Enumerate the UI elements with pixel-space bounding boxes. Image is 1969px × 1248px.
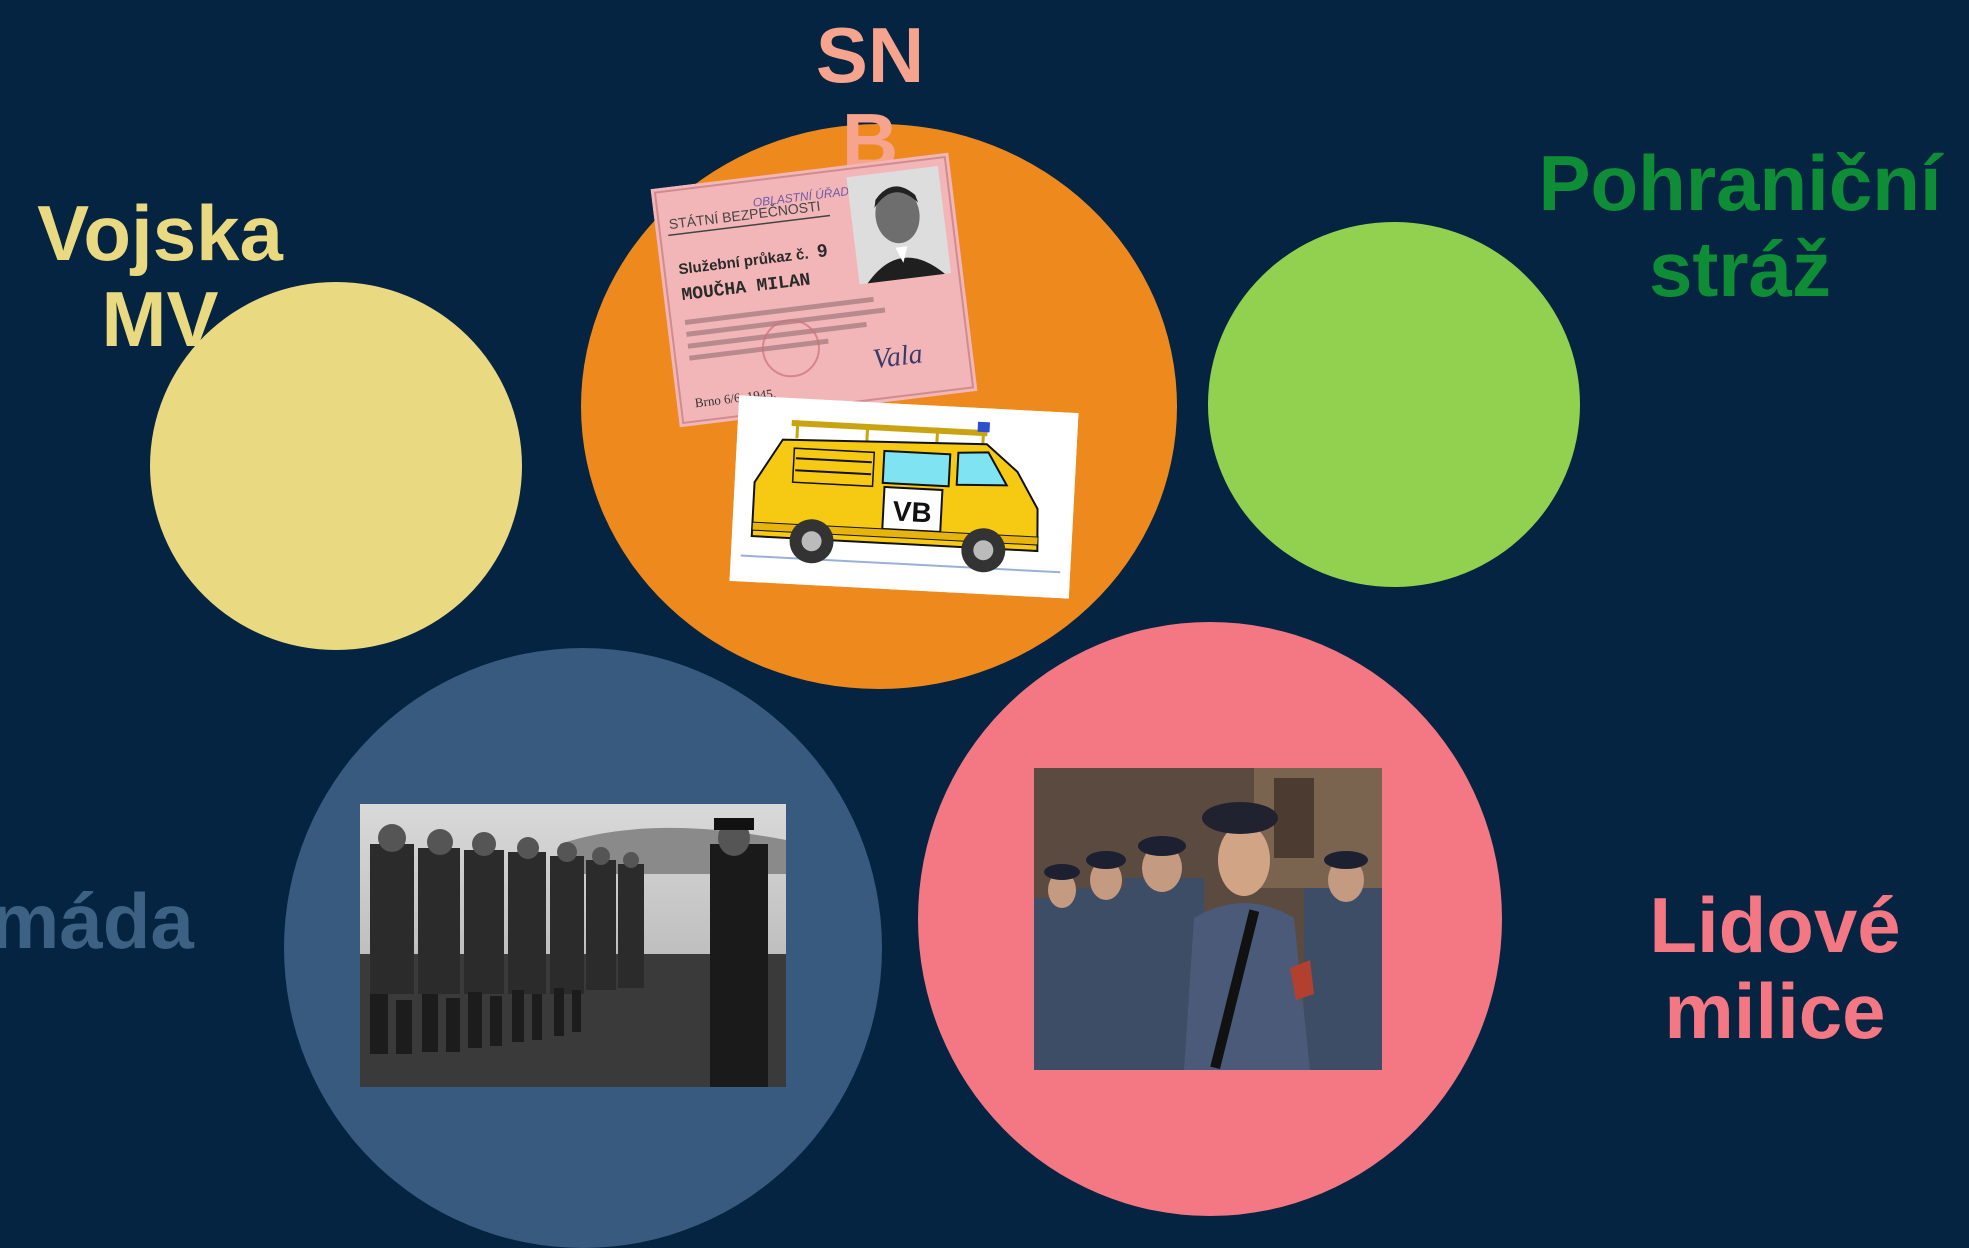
lidove-milice-label: Lidové milice <box>1649 881 1901 1055</box>
id-card-portrait <box>846 165 951 285</box>
militiaman-figure <box>1184 802 1314 1070</box>
officer-figure <box>710 818 768 1087</box>
id-card-signature: Vala <box>871 338 924 375</box>
vb-van-image: VB <box>729 395 1079 599</box>
snb-id-card-image: STÁTNÍ BEZPEČNOSTI OBLASTNÍ ÚŘADOVNA Slu… <box>650 152 978 428</box>
pohranicni-straz-circle <box>1208 222 1580 587</box>
van-vb-badge: VB <box>892 495 932 528</box>
id-card-number: 9 <box>816 240 828 261</box>
vojska-mv-label: Vojska MV <box>37 189 283 363</box>
lidove-milice-photo <box>1034 768 1382 1070</box>
vojska-mv-circle <box>150 282 522 650</box>
pohranicni-straz-label: Pohraniční stráž <box>1538 139 1942 313</box>
armada-parade-photo <box>360 804 786 1087</box>
armada-label: máda <box>0 877 194 965</box>
snb-label: SN B <box>815 11 925 185</box>
van-beacon <box>977 421 991 433</box>
